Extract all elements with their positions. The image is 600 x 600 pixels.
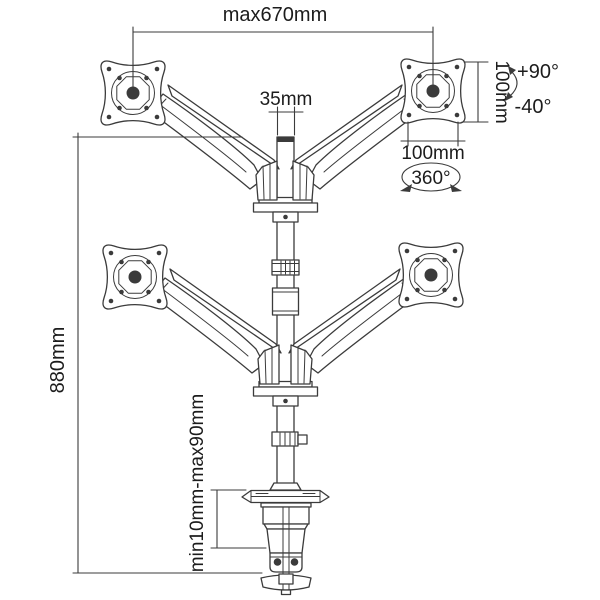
clamp-bolt xyxy=(273,558,282,566)
rotation-label: 360° xyxy=(411,168,450,189)
pole-ring-lower xyxy=(271,431,308,447)
pole-sleeve xyxy=(271,287,300,316)
annotation-rotation: 360° xyxy=(400,162,462,192)
dimension-lines xyxy=(400,121,466,147)
vesa-plate-bottom-right xyxy=(398,242,464,308)
pole-top-cap xyxy=(277,137,294,142)
dimension-lines xyxy=(132,26,434,93)
column-height-label: 880mm xyxy=(47,327,69,394)
clamp-bolt xyxy=(290,558,299,566)
pole-diameter-label: 35mm xyxy=(260,89,313,110)
collar-screw-dot xyxy=(283,398,288,404)
clamp-bolt-plate xyxy=(269,552,303,573)
flange-disc xyxy=(252,202,319,213)
pole-ring-upper xyxy=(271,259,300,276)
collar-screw-dot xyxy=(283,214,288,220)
flange-disc xyxy=(252,386,319,397)
annotation-tilt-range: +90° -40° xyxy=(505,61,559,118)
arm-lower-left xyxy=(150,268,282,385)
dimension-lines xyxy=(268,106,304,136)
arm-lower-right xyxy=(288,268,420,385)
vesa-plate-bottom-left xyxy=(102,244,168,310)
tilt-down-label: -40° xyxy=(515,96,552,118)
dimension-clamp-range: min10mm-max90mm xyxy=(187,394,267,572)
desk-plate-lines xyxy=(250,490,321,503)
ring-knurl xyxy=(279,432,296,446)
pole-base-cone xyxy=(269,482,302,491)
tilt-arc xyxy=(509,71,518,97)
tilt-arrow-down-icon xyxy=(505,92,513,101)
dimension-vesa-height: 100mm xyxy=(461,60,512,124)
max-width-label: max670mm xyxy=(223,4,327,26)
dimension-lines xyxy=(461,61,489,123)
rotation-arrow-right-icon xyxy=(450,184,462,192)
rotation-ellipse xyxy=(401,162,461,192)
tilt-up-label: +90° xyxy=(517,61,559,83)
clamp-knob-hub xyxy=(278,573,294,585)
ring-tab xyxy=(297,434,308,445)
ring-knurl xyxy=(280,260,295,275)
dimension-lines xyxy=(72,132,263,574)
upper-hub-flange xyxy=(252,196,319,223)
clamp-range-label: min10mm-max90mm xyxy=(187,394,208,572)
clamp-step xyxy=(263,523,309,530)
clamp-screw-lines xyxy=(269,506,303,578)
desk-clamp xyxy=(241,489,330,596)
dimension-vesa-width: 100mm xyxy=(400,121,466,164)
dimension-pole-diameter: 35mm xyxy=(260,89,313,136)
clamp-knob-tip xyxy=(280,589,292,596)
dimension-max-width: max670mm xyxy=(132,4,434,93)
vesa-width-label: 100mm xyxy=(401,143,464,164)
clamp-upper-block xyxy=(262,506,310,525)
clamp-body xyxy=(266,528,306,554)
dimension-lines xyxy=(210,489,267,549)
lower-hub-flange xyxy=(252,380,319,407)
tilt-arrow-up-icon xyxy=(508,66,516,75)
vesa-height-label: 100mm xyxy=(491,60,512,123)
rotation-arrow-left-icon xyxy=(400,184,412,192)
dimension-column-height: 880mm xyxy=(47,132,263,574)
sleeve-lines xyxy=(272,291,299,312)
